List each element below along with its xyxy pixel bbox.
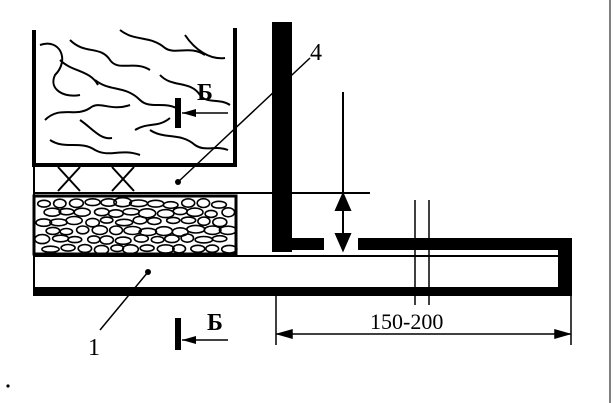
pebble bbox=[137, 208, 157, 219]
pebble bbox=[110, 244, 125, 253]
pebble bbox=[221, 207, 236, 218]
pebble bbox=[203, 225, 222, 236]
pebble bbox=[172, 206, 188, 216]
pebble bbox=[93, 244, 110, 256]
pebble bbox=[146, 216, 162, 226]
section-mark-top bbox=[175, 98, 228, 128]
pebble bbox=[91, 224, 109, 236]
pebble bbox=[163, 234, 180, 244]
rubble-fill-block bbox=[32, 28, 237, 167]
wall-footing bbox=[272, 238, 572, 296]
pebble bbox=[212, 217, 228, 228]
vertical-wall bbox=[272, 22, 292, 252]
pebble bbox=[43, 207, 62, 217]
pebble bbox=[108, 225, 124, 236]
section-label-bottom: Б bbox=[207, 310, 223, 336]
pebble bbox=[48, 218, 68, 227]
pebble bbox=[114, 218, 134, 227]
pebble bbox=[205, 244, 220, 254]
pebble bbox=[45, 226, 61, 236]
width-dimension bbox=[275, 296, 572, 345]
slab bbox=[34, 255, 572, 296]
pebble bbox=[171, 243, 187, 254]
pebble bbox=[60, 243, 76, 252]
pebble bbox=[107, 209, 125, 219]
pebble bbox=[99, 235, 115, 245]
dimension-label: 150-200 bbox=[370, 309, 443, 334]
pebble bbox=[121, 244, 140, 255]
pebble bbox=[220, 244, 238, 254]
pebble bbox=[196, 197, 211, 209]
pebble bbox=[197, 216, 211, 227]
pebble bbox=[73, 207, 91, 217]
pebble bbox=[132, 215, 148, 225]
pebble bbox=[77, 243, 93, 254]
pebble bbox=[59, 227, 74, 236]
pebble bbox=[35, 218, 53, 228]
pebble bbox=[180, 233, 195, 243]
pebble bbox=[156, 243, 175, 254]
pebble bbox=[133, 234, 150, 243]
crosshatch-layer bbox=[34, 166, 278, 194]
pebble bbox=[139, 244, 155, 253]
pebble bbox=[33, 233, 51, 245]
pebble bbox=[154, 225, 174, 237]
pebble bbox=[162, 200, 179, 210]
pebble bbox=[186, 224, 206, 234]
pebble bbox=[180, 216, 197, 225]
pebble bbox=[156, 208, 175, 219]
pebble bbox=[122, 207, 141, 216]
pebble bbox=[36, 199, 52, 208]
section-mark-bottom bbox=[175, 318, 228, 350]
pebble bbox=[204, 209, 218, 219]
pebble bbox=[100, 198, 118, 208]
pebble bbox=[180, 198, 196, 209]
pebble bbox=[114, 236, 132, 246]
pebble bbox=[150, 235, 165, 244]
pebble bbox=[67, 235, 83, 244]
pebble bbox=[113, 196, 133, 208]
stray-dot bbox=[6, 384, 10, 388]
pebble bbox=[194, 235, 214, 244]
pebble bbox=[84, 198, 101, 207]
pebble bbox=[52, 198, 67, 209]
callout-1-label: 1 bbox=[88, 335, 100, 361]
pebble bbox=[218, 225, 238, 236]
pebble bbox=[123, 225, 143, 236]
pebble bbox=[68, 198, 85, 209]
callout-4-leader bbox=[175, 57, 311, 185]
pebble bbox=[211, 234, 228, 243]
pebble bbox=[93, 207, 110, 217]
pebble bbox=[86, 235, 101, 244]
pebble bbox=[75, 225, 90, 235]
pebble bbox=[51, 234, 70, 243]
pebble bbox=[146, 199, 165, 208]
pebble bbox=[41, 245, 60, 253]
height-dimension bbox=[292, 92, 370, 253]
callout-4-label: 4 bbox=[310, 40, 322, 66]
pebble bbox=[190, 244, 206, 254]
pebble bbox=[165, 216, 181, 225]
pebble bbox=[210, 200, 228, 209]
pebble bbox=[128, 199, 149, 208]
break-lines bbox=[414, 200, 430, 305]
section-label-top: Б bbox=[197, 80, 213, 106]
pebble bbox=[99, 216, 114, 224]
pebble bbox=[185, 207, 204, 218]
pebble bbox=[65, 215, 84, 226]
pebble bbox=[85, 217, 101, 228]
callout-1-leader bbox=[99, 269, 151, 331]
gravel-layer bbox=[32, 194, 238, 256]
